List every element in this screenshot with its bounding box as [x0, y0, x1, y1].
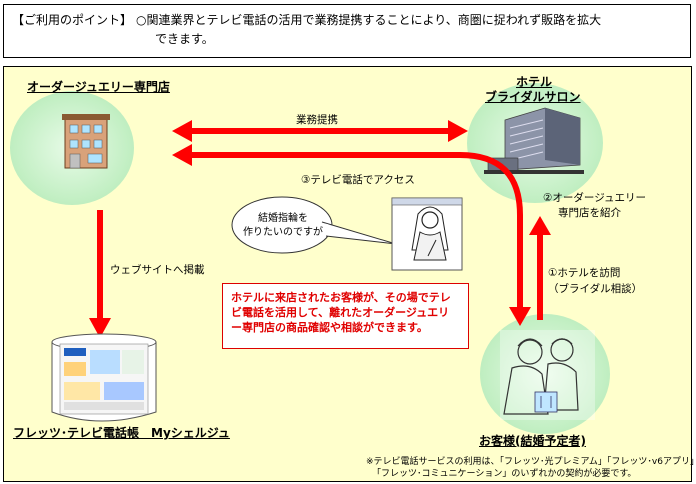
speech-bubble-text: 結婚指輪を 作りたいのですが — [242, 212, 324, 240]
visit-label-line1: ①ホテルを訪問 — [548, 267, 621, 279]
partnership-arrow — [172, 120, 468, 142]
speech-bubble — [231, 196, 397, 254]
web-listing-arrow — [89, 210, 111, 338]
callout-text: ホテルに来店されたお客様が、その場でテレビ電話を活用して、離れたオーダージュエリ… — [231, 291, 451, 334]
tv-access-arrow — [172, 144, 523, 302]
customer-title: お客様(結婚予定者) — [479, 434, 586, 448]
visit-label-line2: （ブライダル相談） — [548, 283, 643, 295]
hotel-building-icon — [484, 107, 584, 174]
web-listing-label: ウェブサイトへ掲載 — [110, 264, 205, 276]
partnership-label: 業務提携 — [296, 114, 338, 126]
footnote-line1: ※テレビ電話サービスの利用は、「フレッツ･光プレミアム」「フレッツ･v6アプリ」 — [366, 457, 696, 467]
portal-site-drum-icon — [51, 333, 157, 422]
speech-bubble-line1: 結婚指輪を — [258, 213, 308, 224]
header-text-line1: ○関連業界とテレビ電話の活用で業務提携することにより、商圏に捉われず販路を拡大 — [136, 13, 602, 27]
bride-video-window-icon — [391, 197, 463, 271]
introduce-label-line2: 専門店を紹介 — [558, 207, 621, 219]
shop-building-icon — [62, 114, 110, 169]
footnote-line2: 「フレッツ･コミュニケーション」のいずれかの契約が必要です。 — [372, 469, 637, 479]
speech-bubble-line2: 作りたいのですが — [243, 227, 323, 238]
visit-arrow — [509, 302, 531, 326]
header-label: 【ご利用のポイント】 — [12, 13, 133, 27]
jewelry-shop-title: オーダージュエリー専門店 — [27, 80, 170, 94]
hotel-title-line1: ホテル — [516, 75, 553, 89]
portal-title: フレッツ･テレビ電話帳 Myシェルジュ — [13, 426, 230, 440]
callout-box: ホテルに来店されたお客様が、その場でテレビ電話を活用して、離れたオーダージュエリ… — [222, 283, 469, 349]
tv-access-label: ③テレビ電話でアクセス — [301, 174, 415, 186]
introduce-label-line1: ②オーダージュエリー — [543, 192, 646, 204]
introduce-arrow — [529, 216, 551, 320]
couple-illustration-icon — [500, 330, 595, 420]
header-text-line2: できます。 — [155, 32, 214, 46]
header-box: 【ご利用のポイント】 ○関連業界とテレビ電話の活用で業務提携することにより、商圏… — [3, 4, 691, 58]
hotel-title-line2: ブライダルサロン — [485, 90, 581, 104]
